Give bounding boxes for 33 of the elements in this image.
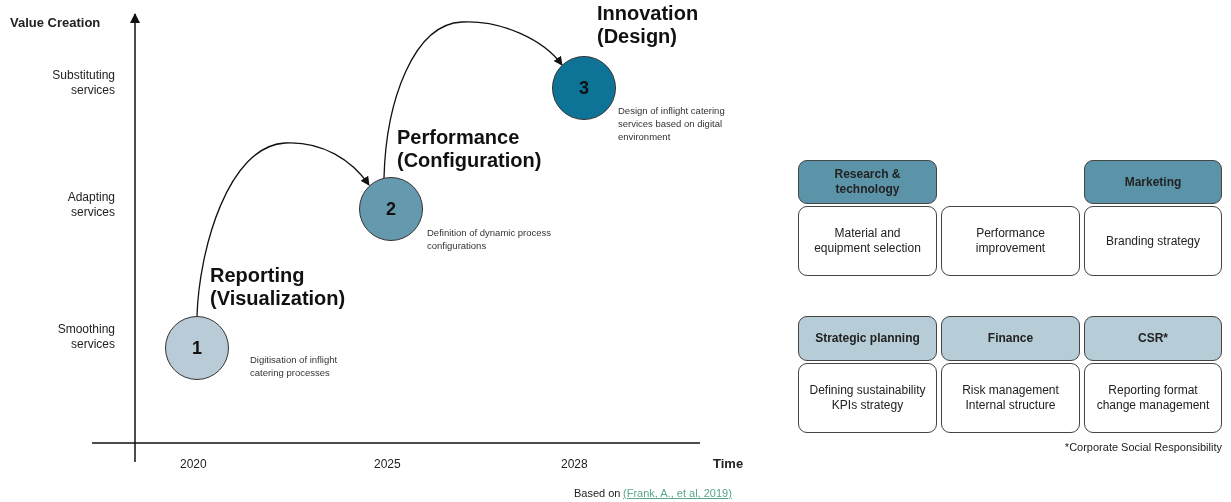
step-circle: 1	[165, 316, 229, 380]
step-circle: 3	[552, 56, 616, 120]
stage-heading: Reporting (Visualization)	[210, 264, 346, 310]
axis-title: Value Creation	[10, 15, 102, 30]
activity-box: Risk management Internal structure	[941, 363, 1080, 433]
category-header: Finance	[941, 316, 1080, 361]
activity-box: Branding strategy	[1084, 206, 1222, 276]
step-description: Design of inflight catering services based on digital environment	[618, 104, 726, 143]
year-label: 2025	[374, 457, 401, 472]
citation-link: (Frank, A., et al, 2019)	[623, 486, 732, 501]
activity-box: Defining sustainability KPIs strategy	[798, 363, 937, 433]
category-header: Strategic planning	[798, 316, 937, 361]
category-header: Research & technology	[798, 160, 937, 204]
source-note: Based on	[574, 486, 621, 501]
arrow	[196, 142, 370, 317]
category-header: CSR*	[1084, 316, 1222, 361]
axis-title: Time	[713, 456, 744, 471]
step-circle: 2	[359, 177, 423, 241]
step-description: Digitisation of inflight catering processes	[250, 353, 339, 379]
level-label: Substituting services	[51, 68, 115, 98]
stage-heading: Performance (Configuration)	[397, 126, 542, 172]
year-label: 2020	[180, 457, 207, 472]
activity-box: Reporting format change management	[1084, 363, 1222, 433]
step-description: Definition of dynamic process configurations	[427, 226, 553, 252]
year-label: 2028	[561, 457, 588, 472]
category-header: Marketing	[1084, 160, 1222, 204]
arrow	[383, 21, 563, 179]
level-label: Smoothing services	[56, 322, 115, 352]
activity-box: Performance improvement	[941, 206, 1080, 276]
stage-heading: Innovation (Design)	[597, 2, 699, 48]
footnote: *Corporate Social Responsibility	[1063, 440, 1222, 455]
activity-box: Material and equipment selection	[798, 206, 937, 276]
level-label: Adapting services	[66, 190, 115, 220]
